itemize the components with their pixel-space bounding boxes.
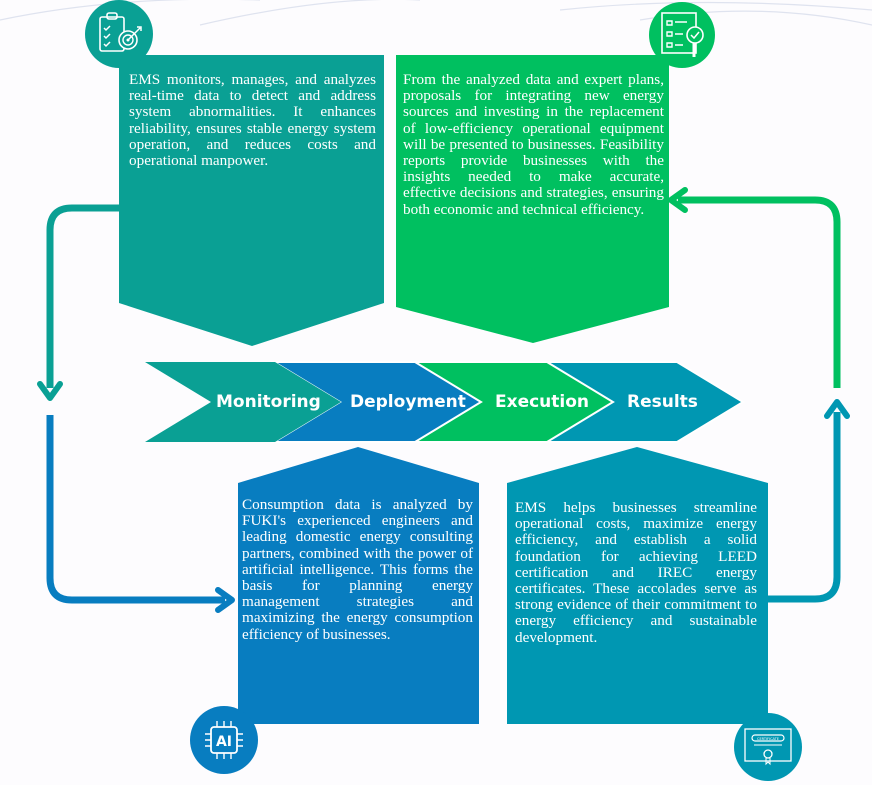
chevron-monitoring [145, 362, 341, 442]
connector-monitoring-to-deployment [46, 204, 119, 388]
results-description: EMS helps businesses streamline operatio… [515, 499, 757, 646]
step-deployment-label: Deployment [350, 392, 466, 412]
step-results-label: Results [627, 392, 698, 412]
ai-chip-icon: AI [190, 706, 258, 774]
connector-results-loop [768, 412, 841, 603]
ai-icon-text: AI [216, 734, 232, 750]
step-execution-label: Execution [495, 392, 590, 412]
process-chevrons [145, 361, 745, 443]
execution-box-shape [396, 55, 669, 343]
connector-to-execution-box [678, 196, 841, 388]
certificate-icon-text: CERTIFICATE [757, 737, 779, 741]
step-monitoring-label: Monitoring [216, 392, 321, 412]
certificate-icon: CERTIFICATE [734, 713, 802, 781]
clipboard-target-icon [85, 0, 153, 68]
monitoring-box-shape [119, 55, 384, 346]
checklist-magnifier-icon [649, 2, 715, 68]
arrow-down-icon [37, 381, 63, 401]
arrow-up-icon [824, 399, 850, 419]
results-box-shape [507, 447, 768, 724]
arrow-left-icon [668, 187, 688, 213]
deployment-box-shape [238, 447, 479, 724]
execution-description: From the analyzed data and expert plans,… [403, 71, 664, 218]
connector-to-deployment-box [46, 415, 225, 604]
monitoring-description: EMS monitors, manages, and analyzes real… [129, 71, 376, 170]
arrow-right-icon [215, 587, 235, 613]
deployment-description: Consumption data is analyzed by FUKI's e… [242, 496, 473, 643]
